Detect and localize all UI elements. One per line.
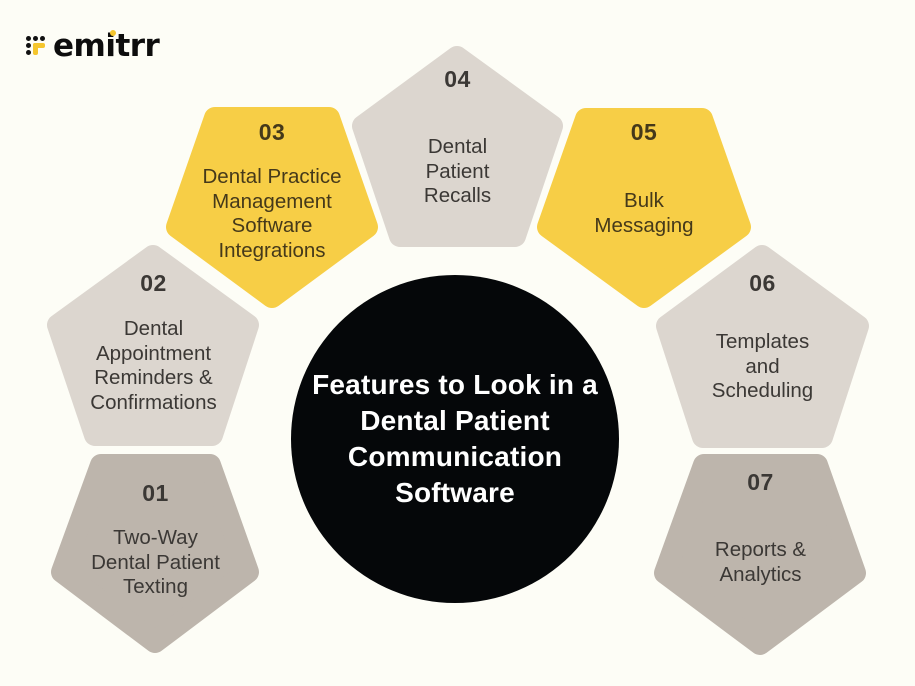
feature-07: 07 Reports &Analytics bbox=[654, 454, 867, 655]
pentagon-07 bbox=[654, 454, 866, 655]
pentagon-06 bbox=[656, 245, 869, 448]
feature-number: 06 bbox=[749, 270, 776, 296]
logo-mark-icon bbox=[26, 36, 46, 56]
logo-i-dot bbox=[110, 30, 116, 36]
emitrr-logo: emitrr bbox=[26, 28, 160, 64]
feature-number: 01 bbox=[142, 480, 169, 506]
feature-number: 03 bbox=[258, 119, 286, 145]
feature-number: 05 bbox=[630, 119, 658, 145]
pentagon-05 bbox=[537, 108, 751, 308]
feature-number: 07 bbox=[747, 469, 774, 495]
pentagon-04 bbox=[352, 46, 563, 247]
pentagon-03 bbox=[166, 107, 378, 308]
pentagon-02 bbox=[47, 245, 259, 446]
pentagon-01 bbox=[51, 454, 259, 653]
feature-number: 02 bbox=[140, 270, 167, 296]
center-title: Features to Look in a Dental Patient Com… bbox=[312, 369, 598, 508]
feature-number: 04 bbox=[444, 66, 471, 92]
center-circle: Features to Look in a Dental Patient Com… bbox=[291, 275, 619, 603]
logo-wordmark: emitrr bbox=[53, 28, 160, 64]
feature-label: Reports &Analytics bbox=[714, 538, 807, 586]
